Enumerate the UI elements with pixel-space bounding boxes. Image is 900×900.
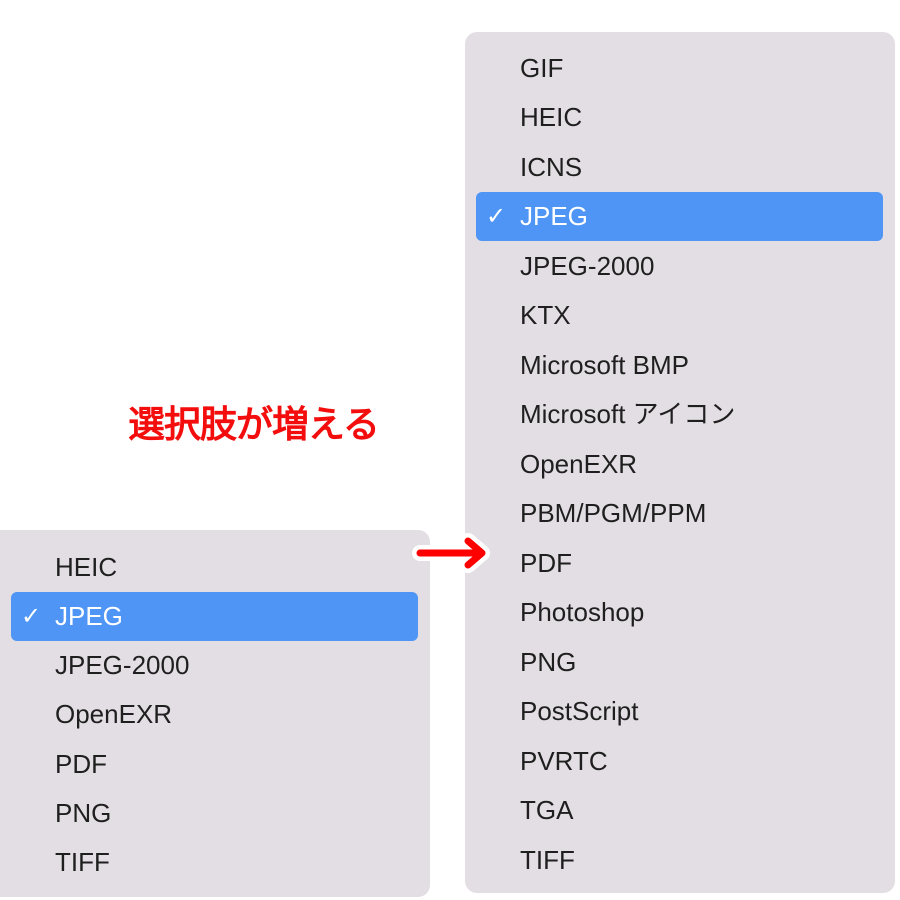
checkmark-icon: ✓ xyxy=(21,602,42,630)
menu-item[interactable]: GIF xyxy=(476,44,883,93)
menu-item[interactable]: PNG xyxy=(11,789,418,838)
menu-item-label: ICNS xyxy=(520,151,583,182)
menu-item[interactable]: ICNS xyxy=(476,143,883,192)
menu-item-label: JPEG-2000 xyxy=(55,650,190,681)
menu-item-label: TIFF xyxy=(520,844,575,875)
menu-item[interactable]: PDF xyxy=(11,740,418,789)
menu-item[interactable]: ✓ JPEG xyxy=(476,192,883,241)
menu-item-label: Photoshop xyxy=(520,597,645,627)
menu-item-label: TGA xyxy=(520,795,574,825)
menu-item-label: TIFF xyxy=(55,847,110,878)
menu-item[interactable]: ✓ JPEG xyxy=(11,591,418,641)
menu-item[interactable]: Microsoft アイコン xyxy=(476,390,883,439)
menu-item-label: Microsoft アイコン xyxy=(520,399,736,429)
menu-item[interactable]: PDF xyxy=(476,539,883,588)
menu-item[interactable]: OpenEXR xyxy=(476,440,883,489)
menu-item[interactable]: PostScript xyxy=(476,687,883,736)
menu-item-label: PDF xyxy=(520,547,572,578)
menu-item-label: PVRTC xyxy=(520,745,608,776)
menu-item[interactable]: PVRTC xyxy=(476,737,883,786)
arrow-right-icon xyxy=(412,533,490,573)
menu-item-label: JPEG xyxy=(55,600,123,631)
menu-item-label: PNG xyxy=(55,798,112,828)
menu-item[interactable]: TIFF xyxy=(476,836,883,885)
menu-item[interactable]: HEIC xyxy=(11,543,418,592)
menu-item[interactable]: TIFF xyxy=(11,838,418,887)
menu-item[interactable]: Photoshop xyxy=(476,588,883,637)
menu-item-label: Microsoft BMP xyxy=(520,349,690,380)
menu-item-label: HEIC xyxy=(520,102,583,132)
menu-item-label: KTX xyxy=(520,300,571,330)
menu-item[interactable]: OpenEXR xyxy=(11,690,418,739)
menu-item[interactable]: PBM/PGM/PPM xyxy=(476,489,883,538)
menu-item-label: OpenEXR xyxy=(520,448,638,479)
menu-item-label: PDF xyxy=(55,748,107,779)
menu-item[interactable]: JPEG-2000 xyxy=(11,641,418,690)
menu-item[interactable]: JPEG-2000 xyxy=(476,242,883,291)
caption-more-options: 選択肢が増える xyxy=(128,403,380,446)
checkmark-icon: ✓ xyxy=(486,203,507,230)
menu-item[interactable]: TGA xyxy=(476,786,883,835)
menu-item[interactable]: HEIC xyxy=(476,93,883,142)
menu-item[interactable]: KTX xyxy=(476,291,883,340)
menu-item-label: PostScript xyxy=(520,696,639,726)
menu-item-label: JPEG-2000 xyxy=(520,250,655,281)
menu-item-label: HEIC xyxy=(55,551,118,582)
menu-item-label: PNG xyxy=(520,646,577,677)
menu-item-label: PBM/PGM/PPM xyxy=(520,498,707,528)
menu-item-label: JPEG xyxy=(520,201,588,231)
menu-item-label: GIF xyxy=(520,52,564,83)
menu-item[interactable]: PNG xyxy=(476,638,883,687)
menu-item[interactable]: Microsoft BMP xyxy=(476,341,883,390)
menu-item-label: OpenEXR xyxy=(55,699,173,730)
